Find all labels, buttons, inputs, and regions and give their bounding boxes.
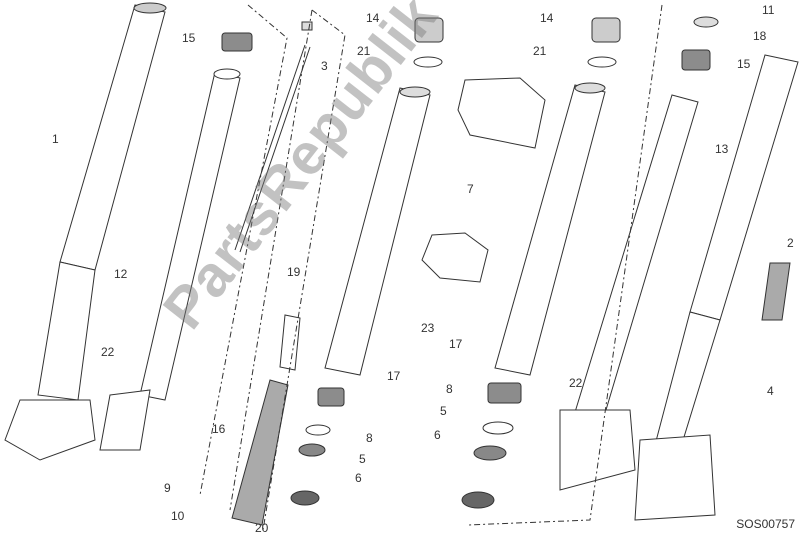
callout-12: 12	[114, 267, 128, 281]
callout-3: 3	[321, 59, 328, 73]
callout-8: 8	[446, 382, 453, 396]
callout-19: 19	[287, 265, 301, 279]
callout-6: 6	[434, 428, 441, 442]
callout-4: 4	[767, 384, 774, 398]
callout-14: 14	[366, 11, 380, 25]
callout-5: 5	[440, 404, 447, 418]
callout-6: 6	[355, 471, 362, 485]
callout-1: 1	[52, 132, 59, 146]
callout-15: 15	[737, 57, 751, 71]
callout-17: 17	[449, 337, 463, 351]
callout-15: 15	[182, 31, 196, 45]
diagram-code: SOS00757	[736, 517, 795, 531]
callout-13: 13	[715, 142, 729, 156]
callout-11: 11	[762, 3, 775, 17]
callout-18: 18	[753, 29, 767, 43]
callout-16: 16	[212, 422, 226, 436]
callout-7: 7	[467, 182, 474, 196]
callout-23: 23	[421, 321, 435, 335]
callout-9: 9	[164, 481, 171, 495]
callout-17: 17	[387, 369, 401, 383]
callout-20: 20	[255, 521, 269, 535]
callout-21: 21	[357, 44, 371, 58]
callout-2: 2	[787, 236, 794, 250]
callout-14: 14	[540, 11, 554, 25]
callout-5: 5	[359, 452, 366, 466]
callout-22: 22	[569, 376, 583, 390]
callout-8: 8	[366, 431, 373, 445]
callout-22: 22	[101, 345, 115, 359]
callout-21: 21	[533, 44, 547, 58]
callout-10: 10	[171, 509, 185, 523]
